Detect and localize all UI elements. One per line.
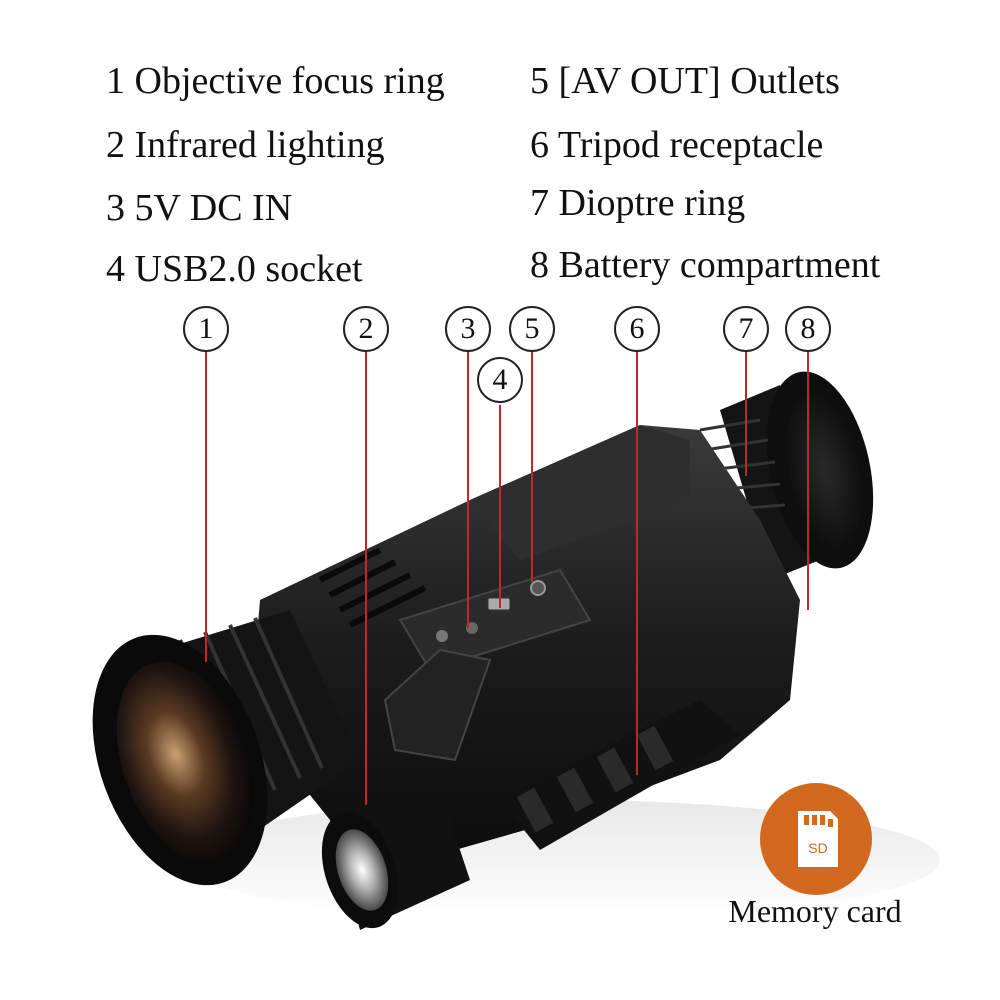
callout-3: 3 [445, 306, 491, 352]
tripod-rail [500, 700, 740, 850]
memory-card-label: Memory card [728, 893, 902, 929]
leader-lines [205, 352, 809, 805]
legend-item-7: 7 Dioptre ring [530, 182, 746, 224]
sd-icon-text: SD [808, 840, 827, 856]
objective-lens [92, 610, 360, 886]
legend-item-4: 4 USB2.0 socket [106, 248, 363, 290]
callout-7: 7 [723, 306, 769, 352]
legend-item-2: 2 Infrared lighting [106, 124, 385, 166]
callout-6: 6 [614, 306, 660, 352]
legend-item-1: 1 Objective focus ring [106, 60, 445, 102]
callout-1: 1 [183, 306, 229, 352]
callout-4: 4 [477, 357, 523, 403]
callout-5: 5 [509, 306, 555, 352]
callout-8: 8 [785, 306, 831, 352]
port-cover [383, 648, 492, 762]
vent-ridges [318, 547, 427, 628]
legend-item-6: 6 Tripod receptacle [530, 124, 824, 166]
av-out-port [530, 580, 546, 596]
infrared-light [321, 790, 470, 930]
legend-item-3: 3 5V DC IN [106, 187, 293, 229]
dc-in-port [436, 630, 448, 642]
memory-card-badge: SD [760, 783, 872, 895]
sd-card-icon: SD [798, 811, 838, 867]
port-panel [398, 568, 592, 672]
legend-item-8: 8 Battery compartment [530, 244, 881, 286]
legend-item-5: 5 [AV OUT] Outlets [530, 60, 840, 102]
callout-2: 2 [343, 306, 389, 352]
